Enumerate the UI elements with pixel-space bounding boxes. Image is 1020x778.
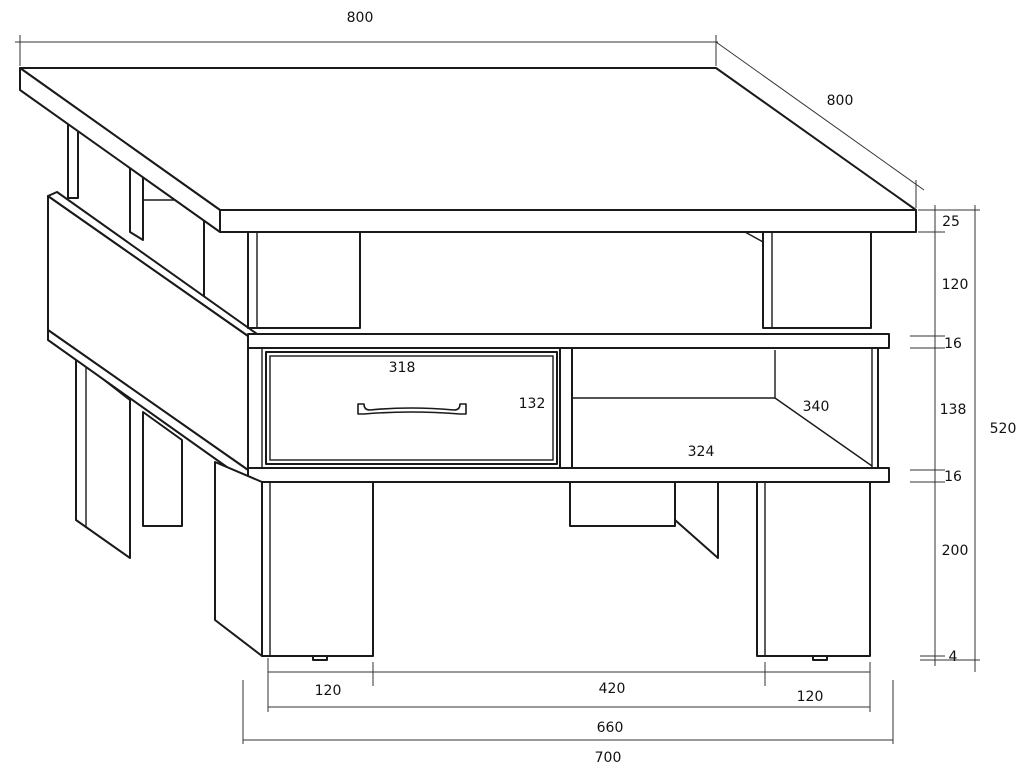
back-upper-legs — [67, 123, 766, 329]
dim-top-width: 800 — [347, 10, 374, 26]
dim-drawer-width: 318 — [389, 360, 416, 376]
dim-upper-shelf-thickness: 16 — [944, 336, 962, 352]
dim-foot-height: 4 — [949, 649, 958, 665]
front-lower-legs — [214, 461, 871, 661]
dim-compartment-width: 324 — [688, 444, 715, 460]
dim-leg-width-left: 120 — [315, 683, 342, 699]
dim-drawer-height: 132 — [519, 396, 546, 412]
dim-frame-width: 660 — [597, 720, 624, 736]
drawer-handle-icon — [357, 403, 467, 415]
dim-leg-gap: 420 — [599, 681, 626, 697]
dim-overall-width: 700 — [595, 750, 622, 766]
upper-shelf — [247, 333, 890, 349]
dim-middle-height: 138 — [940, 402, 967, 418]
front-upper-legs — [247, 231, 872, 329]
dim-lower-shelf-thickness: 16 — [944, 469, 962, 485]
dim-upper-leg-height: 120 — [942, 277, 969, 293]
back-lower-legs — [75, 357, 719, 559]
dim-compartment-depth: 340 — [803, 399, 830, 415]
drawer — [265, 351, 558, 465]
dimension-labels: 800 800 25 120 16 138 16 200 4 520 318 1… — [315, 10, 1017, 766]
dim-lower-leg-height: 200 — [942, 543, 969, 559]
dim-top-depth: 800 — [827, 93, 854, 109]
lower-shelf — [247, 467, 890, 483]
dim-top-thickness: 25 — [942, 214, 960, 230]
dimension-lines — [15, 35, 980, 744]
table-top — [19, 67, 917, 233]
open-compartment — [572, 350, 873, 467]
dim-leg-width-right: 120 — [797, 689, 824, 705]
dim-total-height: 520 — [990, 421, 1017, 437]
